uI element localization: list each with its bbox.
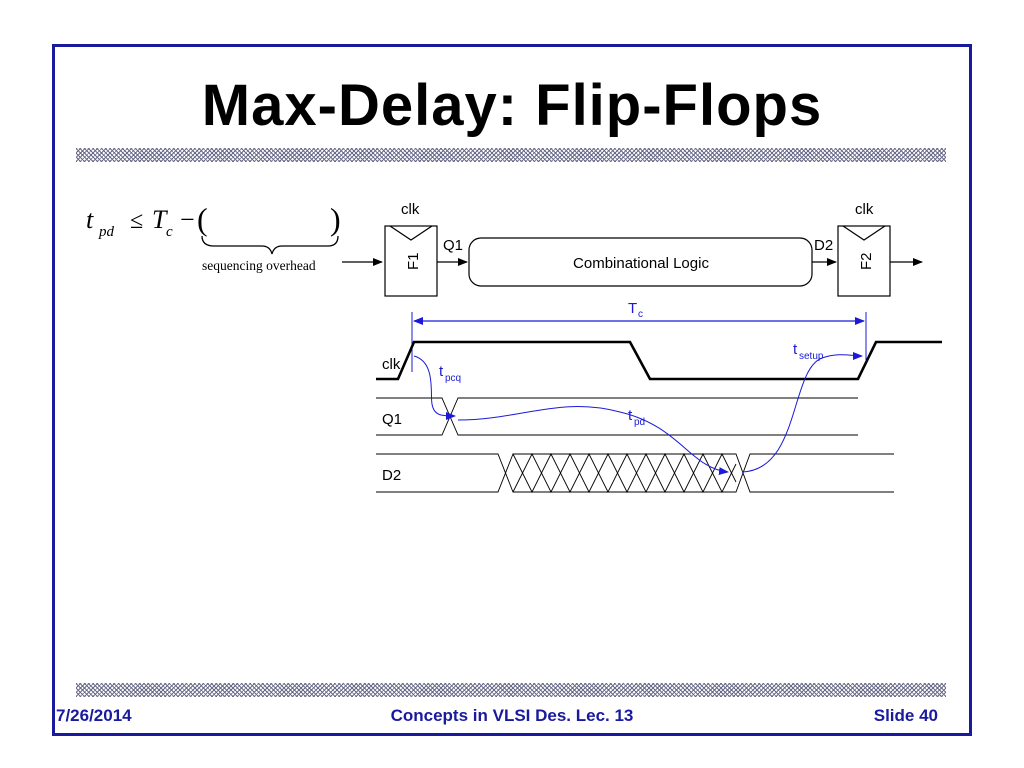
tpcq-delay-curve (413, 355, 456, 420)
bottom-divider (76, 683, 946, 697)
timing-diagram: T c clk Q1 D2 t pcq t pd t setup (376, 300, 942, 494)
tpcq-subscript: pcq (445, 373, 461, 384)
d2-signal-label: D2 (382, 467, 401, 484)
left-paren: ( (197, 201, 208, 237)
tsetup-delay-curve (741, 351, 863, 473)
underbrace (201, 235, 339, 255)
footer-date: 7/26/2014 (56, 706, 132, 725)
right-paren: ) (330, 201, 341, 237)
d2-label-circuit: D2 (814, 237, 833, 254)
clock-triangle-f2 (842, 225, 886, 241)
tpd-subscript: pd (98, 224, 115, 240)
q1-label-circuit: Q1 (443, 237, 463, 254)
circuit: F1 clk Q1 Combinational Logic D2 F2 clk (342, 201, 923, 297)
top-divider (76, 148, 946, 162)
slide-frame (52, 44, 972, 736)
d2-waveform-bottom (376, 453, 894, 493)
tpd-delay-curve (457, 406, 729, 476)
tpd-variable: t (86, 205, 94, 234)
delay-equation: t pd ≤ T c − ( ) sequencing overhead (86, 201, 341, 273)
tsetup-label: t (793, 341, 798, 358)
f1-label: F1 (405, 252, 422, 270)
clk-label-f2: clk (855, 201, 874, 218)
q1-waveform-high (376, 397, 858, 436)
d2-waveform-top (376, 453, 894, 493)
clk-label-f1: clk (401, 201, 420, 218)
footer-course: Concepts in VLSI Des. Lec. 13 (390, 706, 634, 725)
q1-waveform-low (376, 397, 858, 436)
tc-variable: T (152, 205, 168, 234)
minus-sign: − (180, 205, 195, 234)
clock-triangle-f1 (389, 225, 433, 241)
tc-subscript: c (166, 224, 173, 240)
clk-signal-label: clk (382, 356, 401, 373)
q1-signal-label: Q1 (382, 411, 402, 428)
tpd-label: t (628, 407, 633, 424)
flip-flop-f1 (384, 225, 438, 297)
sequencing-overhead-label: sequencing overhead (202, 258, 316, 273)
tpd-subscript: pd (634, 417, 645, 428)
tc-label: T (628, 300, 637, 317)
leq-symbol: ≤ (130, 208, 143, 234)
tpcq-label: t (439, 363, 444, 380)
d2-contamination-region (512, 452, 737, 494)
clk-waveform (376, 340, 942, 381)
footer-slide-number: Slide 40 (873, 706, 938, 725)
f2-label: F2 (858, 252, 875, 270)
slide-title: Max-Delay: Flip-Flops (201, 73, 823, 138)
flip-flop-f2 (837, 225, 891, 297)
tsetup-subscript: setup (799, 351, 824, 362)
combinational-logic-label: Combinational Logic (573, 255, 709, 272)
tc-subscript-label: c (638, 309, 643, 320)
